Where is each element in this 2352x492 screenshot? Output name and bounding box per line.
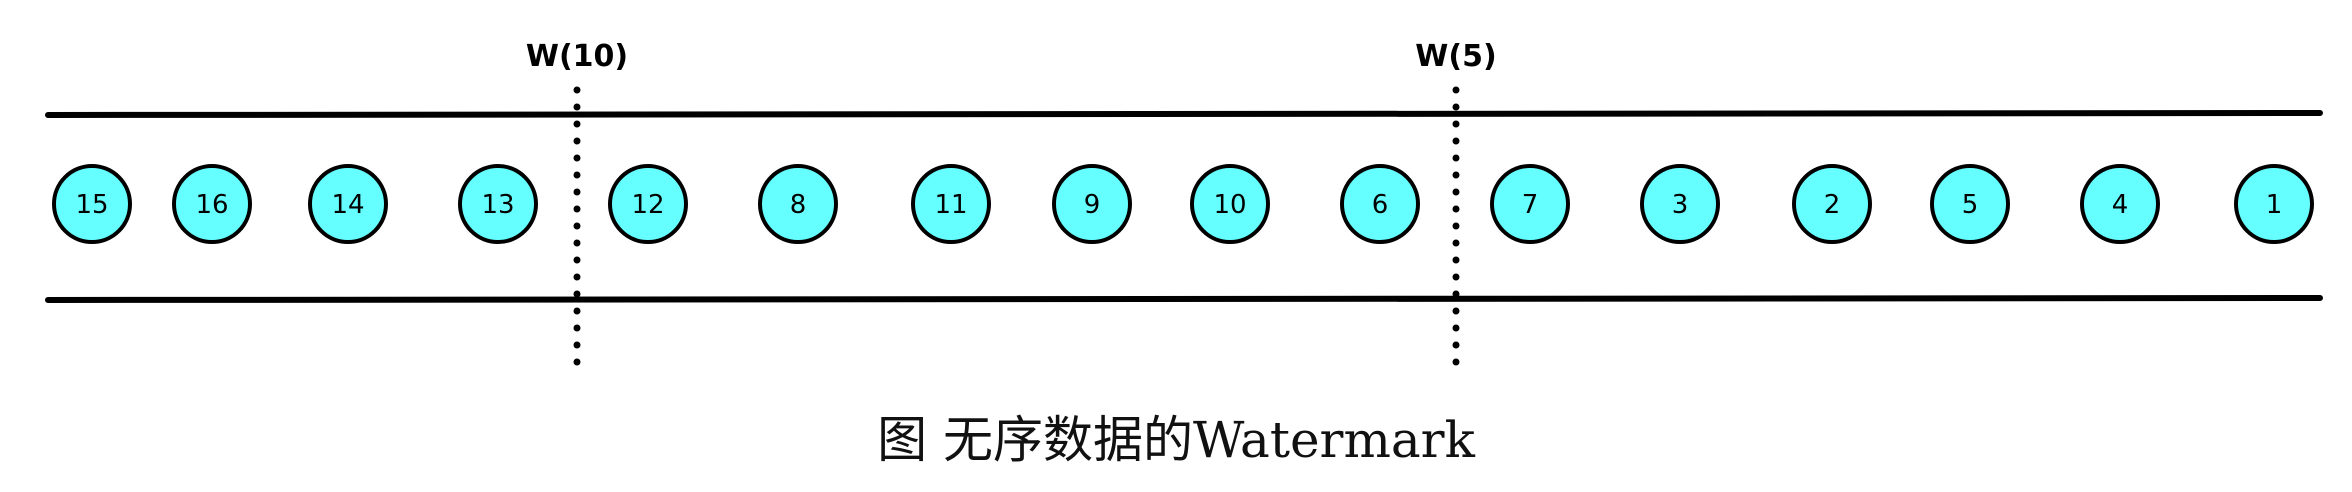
event-node: 5 bbox=[1930, 164, 2010, 244]
event-node: 4 bbox=[2080, 164, 2160, 244]
event-node: 13 bbox=[458, 164, 538, 244]
event-label: 15 bbox=[75, 190, 108, 220]
event-node: 12 bbox=[608, 164, 688, 244]
event-circle bbox=[1052, 164, 1132, 244]
event-node: 16 bbox=[172, 164, 252, 244]
event-circle bbox=[1340, 164, 1420, 244]
event-circle bbox=[458, 164, 538, 244]
event-circle bbox=[758, 164, 838, 244]
event-circle bbox=[172, 164, 252, 244]
event-label: 5 bbox=[1962, 190, 1979, 220]
watermark-layer: W(10) W(5) bbox=[526, 39, 1497, 370]
event-node: 14 bbox=[308, 164, 388, 244]
event-node: 8 bbox=[758, 164, 838, 244]
watermark-label: W(10) bbox=[526, 39, 628, 74]
event-circle bbox=[1930, 164, 2010, 244]
event-circle bbox=[52, 164, 132, 244]
event-node: 1 bbox=[2234, 164, 2314, 244]
event-circle bbox=[2080, 164, 2160, 244]
event-label: 16 bbox=[195, 190, 228, 220]
event-node: 3 bbox=[1640, 164, 1720, 244]
event-node: 6 bbox=[1340, 164, 1420, 244]
event-label: 11 bbox=[934, 190, 967, 220]
event-label: 3 bbox=[1672, 190, 1689, 220]
event-label: 7 bbox=[1522, 190, 1539, 220]
event-layer: 15 16 14 13 12 8 11 9 10 6 7 3 2 5 4 1 bbox=[52, 164, 2314, 244]
event-label: 6 bbox=[1372, 190, 1389, 220]
watermark-marker: W(5) bbox=[1415, 39, 1497, 370]
event-circle bbox=[608, 164, 688, 244]
event-node: 9 bbox=[1052, 164, 1132, 244]
event-stream-diagram: W(10) W(5) 15 16 14 13 12 8 11 9 10 6 7 3 2 5 4 1 bbox=[45, 39, 2323, 370]
event-circle bbox=[2234, 164, 2314, 244]
event-label: 10 bbox=[1213, 190, 1246, 220]
event-label: 2 bbox=[1824, 190, 1841, 220]
stream-bottom-border bbox=[45, 295, 2323, 303]
stream-top-border bbox=[45, 110, 2323, 118]
event-circle bbox=[1490, 164, 1570, 244]
event-node: 7 bbox=[1490, 164, 1570, 244]
event-node: 15 bbox=[52, 164, 132, 244]
figure-caption: 图 无序数据的Watermark bbox=[877, 411, 1475, 469]
watermark-label: W(5) bbox=[1415, 39, 1496, 74]
event-label: 8 bbox=[790, 190, 807, 220]
event-label: 1 bbox=[2266, 190, 2283, 220]
event-node: 11 bbox=[911, 164, 991, 244]
event-circle bbox=[1640, 164, 1720, 244]
event-label: 14 bbox=[331, 190, 364, 220]
event-label: 9 bbox=[1084, 190, 1101, 220]
watermark-marker: W(10) bbox=[526, 39, 628, 370]
event-circle bbox=[911, 164, 991, 244]
event-label: 4 bbox=[2112, 190, 2129, 220]
event-label: 12 bbox=[631, 190, 664, 220]
event-circle bbox=[1190, 164, 1270, 244]
event-circle bbox=[1792, 164, 1872, 244]
event-node: 2 bbox=[1792, 164, 1872, 244]
event-node: 10 bbox=[1190, 164, 1270, 244]
event-label: 13 bbox=[481, 190, 514, 220]
event-circle bbox=[308, 164, 388, 244]
